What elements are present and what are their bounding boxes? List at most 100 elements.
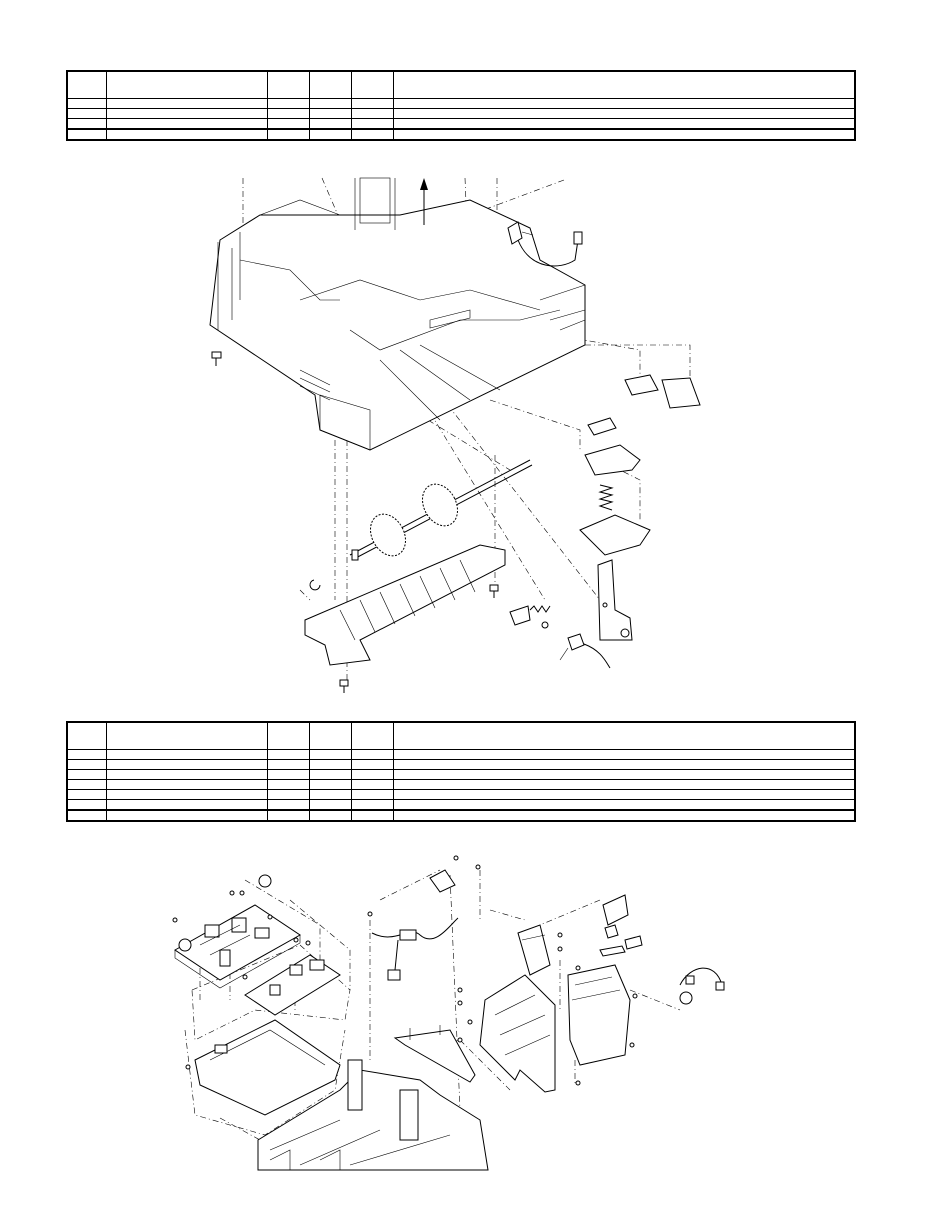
table-row bbox=[66, 749, 856, 760]
cell bbox=[66, 749, 107, 760]
col-description bbox=[393, 70, 856, 99]
cell bbox=[66, 98, 107, 109]
cell bbox=[309, 749, 352, 760]
cell bbox=[267, 759, 310, 770]
table-row bbox=[66, 128, 856, 141]
lever-plate bbox=[579, 514, 651, 556]
cell bbox=[106, 98, 268, 109]
shield-plate bbox=[567, 964, 631, 1066]
cell bbox=[106, 118, 268, 130]
cell bbox=[351, 118, 394, 130]
table-row bbox=[66, 779, 856, 790]
main-frame bbox=[209, 177, 586, 451]
paper-feed-unit-exploded-view bbox=[209, 177, 701, 693]
cell bbox=[309, 108, 352, 119]
pwb-tray bbox=[194, 1019, 341, 1116]
chassis-plate bbox=[479, 974, 556, 1093]
cell bbox=[351, 789, 394, 800]
cell bbox=[106, 799, 268, 811]
col-c bbox=[351, 721, 394, 750]
table-row bbox=[66, 789, 856, 800]
cell bbox=[393, 98, 856, 109]
cell bbox=[66, 799, 107, 811]
cell bbox=[106, 809, 268, 822]
cell bbox=[393, 108, 856, 119]
cell bbox=[309, 128, 352, 141]
pwb-chassis-exploded-view bbox=[172, 855, 725, 1171]
cell bbox=[267, 128, 310, 141]
col-no bbox=[66, 70, 107, 99]
cell bbox=[267, 118, 310, 130]
cell bbox=[393, 769, 856, 780]
reference-circle-marks bbox=[258, 874, 693, 1005]
col-b bbox=[309, 721, 352, 750]
bracket-clip bbox=[429, 869, 456, 893]
cell bbox=[309, 118, 352, 130]
cell bbox=[351, 128, 394, 141]
cell bbox=[309, 809, 352, 822]
rail bbox=[393, 1025, 476, 1083]
cell bbox=[309, 779, 352, 790]
actuator bbox=[509, 605, 551, 629]
cell bbox=[351, 799, 394, 811]
cell bbox=[393, 118, 856, 130]
cell bbox=[351, 769, 394, 780]
power-supply-pwb bbox=[174, 904, 301, 989]
table-row bbox=[66, 769, 856, 780]
cell bbox=[393, 779, 856, 790]
table-header-row bbox=[66, 721, 856, 750]
clip-parts bbox=[584, 374, 701, 476]
screws-lower bbox=[339, 584, 499, 693]
paper-guide bbox=[304, 544, 506, 666]
cell bbox=[393, 749, 856, 760]
table-row bbox=[66, 108, 856, 119]
cell bbox=[393, 789, 856, 800]
cell bbox=[393, 809, 856, 822]
cell bbox=[106, 128, 268, 141]
harness-right bbox=[679, 967, 725, 991]
cell bbox=[267, 749, 310, 760]
cell bbox=[309, 769, 352, 780]
sensor-harness bbox=[507, 221, 583, 267]
col-part-name bbox=[106, 721, 268, 750]
screw bbox=[211, 351, 222, 366]
spring bbox=[598, 484, 614, 511]
cell bbox=[309, 759, 352, 770]
cell bbox=[267, 809, 310, 822]
bracket bbox=[597, 559, 633, 641]
cell bbox=[351, 759, 394, 770]
cell bbox=[393, 759, 856, 770]
cell bbox=[309, 799, 352, 811]
table-row bbox=[66, 809, 856, 822]
cell bbox=[106, 749, 268, 760]
roller-shaft bbox=[349, 459, 533, 561]
cell bbox=[106, 759, 268, 770]
main-frame bbox=[257, 1059, 489, 1171]
cable-harness bbox=[371, 917, 459, 981]
table-row bbox=[66, 118, 856, 130]
cell bbox=[267, 799, 310, 811]
cell bbox=[351, 98, 394, 109]
col-part-name bbox=[106, 70, 268, 99]
table-row bbox=[66, 759, 856, 770]
cell bbox=[267, 769, 310, 780]
table-header-row bbox=[66, 70, 856, 99]
small-plate bbox=[517, 924, 551, 976]
cell bbox=[267, 108, 310, 119]
cell bbox=[393, 799, 856, 811]
cell bbox=[267, 779, 310, 790]
cell bbox=[351, 108, 394, 119]
cell bbox=[66, 759, 107, 770]
col-c bbox=[351, 70, 394, 99]
e-ring bbox=[309, 579, 321, 591]
cell bbox=[106, 779, 268, 790]
col-description bbox=[393, 721, 856, 750]
table-row bbox=[66, 98, 856, 109]
up-arrow-icon bbox=[420, 178, 428, 225]
cell bbox=[106, 789, 268, 800]
cell bbox=[351, 749, 394, 760]
cell bbox=[66, 128, 107, 141]
col-b bbox=[309, 70, 352, 99]
cell bbox=[309, 789, 352, 800]
parts-table-bottom bbox=[66, 721, 856, 822]
